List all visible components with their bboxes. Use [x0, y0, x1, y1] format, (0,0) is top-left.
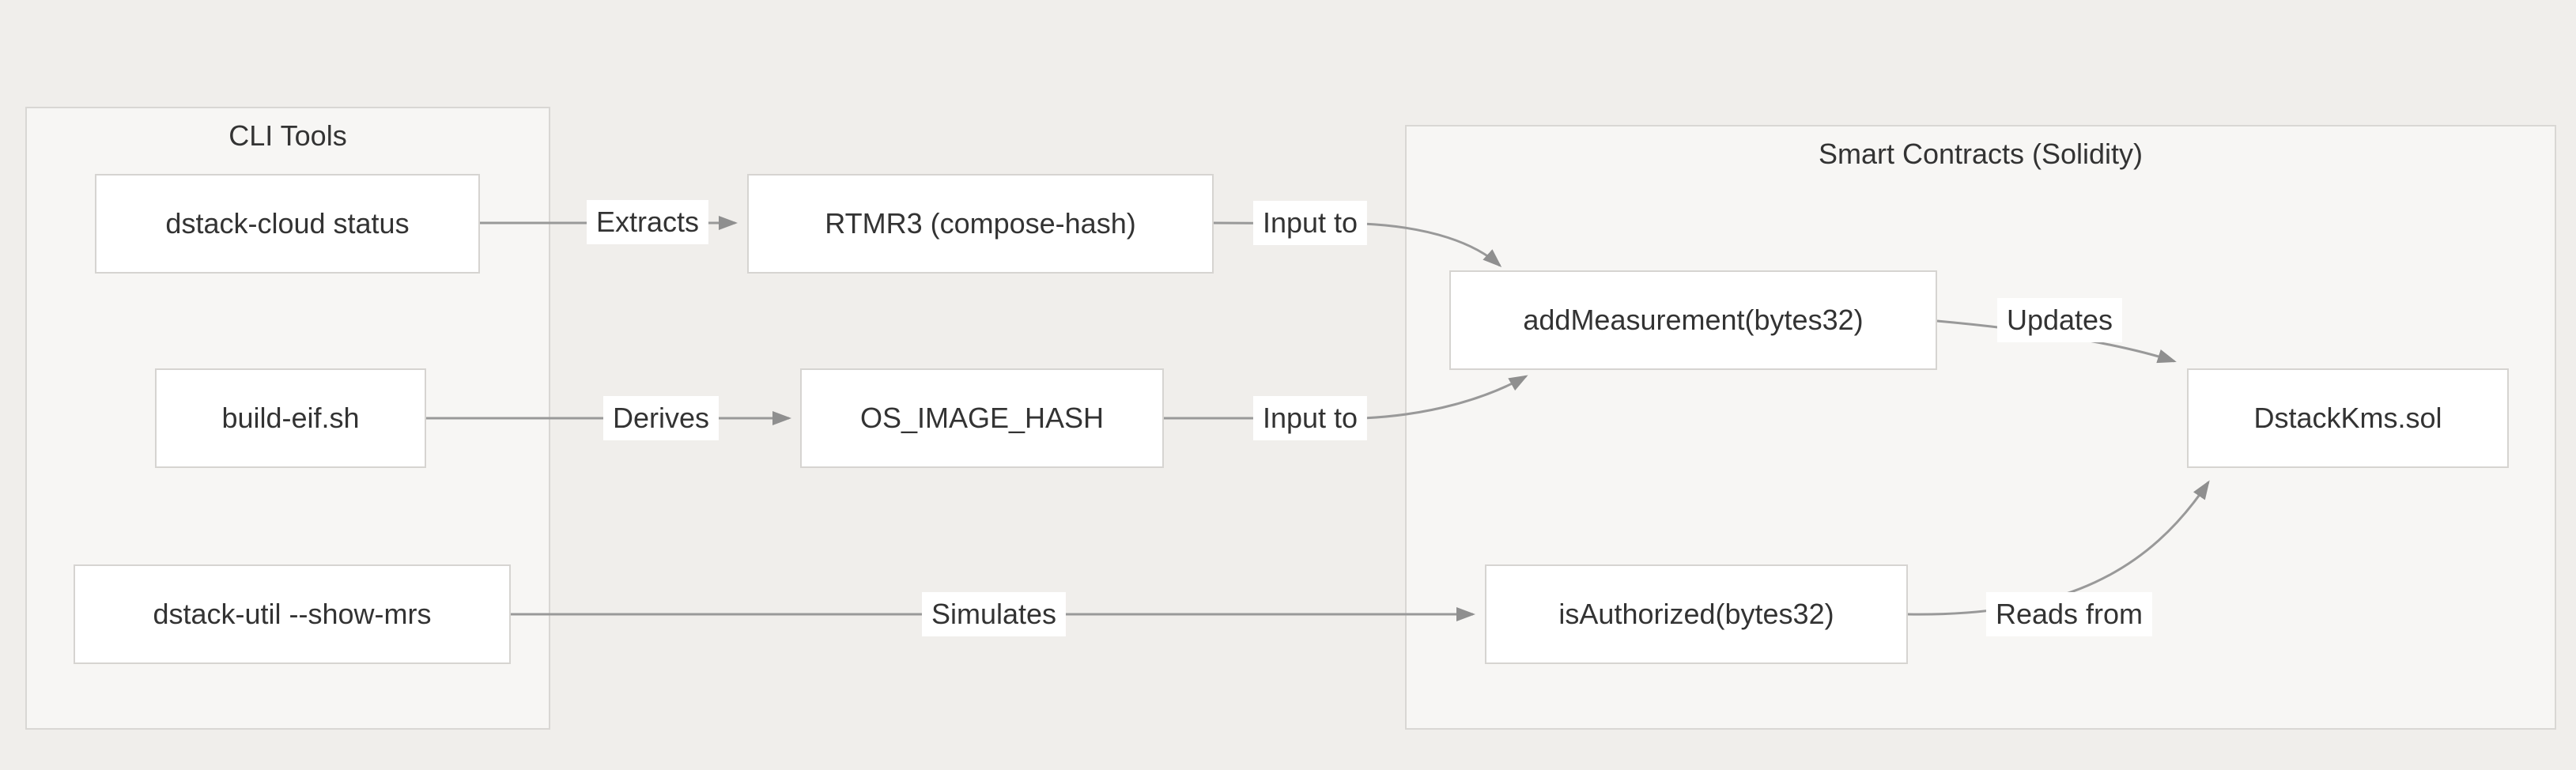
edge-label-extracts: Extracts — [586, 200, 709, 244]
node-build-eif-sh: build-eif.sh — [155, 368, 426, 468]
group-title-cli-tools: CLI Tools — [229, 119, 347, 152]
edge-label-updates: Updates — [1996, 298, 2123, 342]
node-add-measurement: addMeasurement(bytes32) — [1449, 270, 1937, 370]
node-os-image-hash: OS_IMAGE_HASH — [800, 368, 1164, 468]
edge-label-derives: Derives — [602, 396, 720, 440]
node-dstack-cloud-status: dstack-cloud status — [95, 174, 480, 274]
node-is-authorized: isAuthorized(bytes32) — [1485, 564, 1908, 664]
node-dstack-util-show-mrs: dstack-util --show-mrs — [74, 564, 511, 664]
node-rtmr3-compose-hash: RTMR3 (compose-hash) — [747, 174, 1214, 274]
edge-label-simulates: Simulates — [921, 592, 1067, 636]
edge-label-input-to-oshash: Input to — [1252, 396, 1368, 440]
edge-label-input-to-rtmr3: Input to — [1252, 201, 1368, 245]
edge-label-reads-from: Reads from — [1985, 592, 2153, 636]
group-title-smart-contracts: Smart Contracts (Solidity) — [1818, 138, 2144, 170]
node-dstack-kms-sol: DstackKms.sol — [2187, 368, 2509, 468]
